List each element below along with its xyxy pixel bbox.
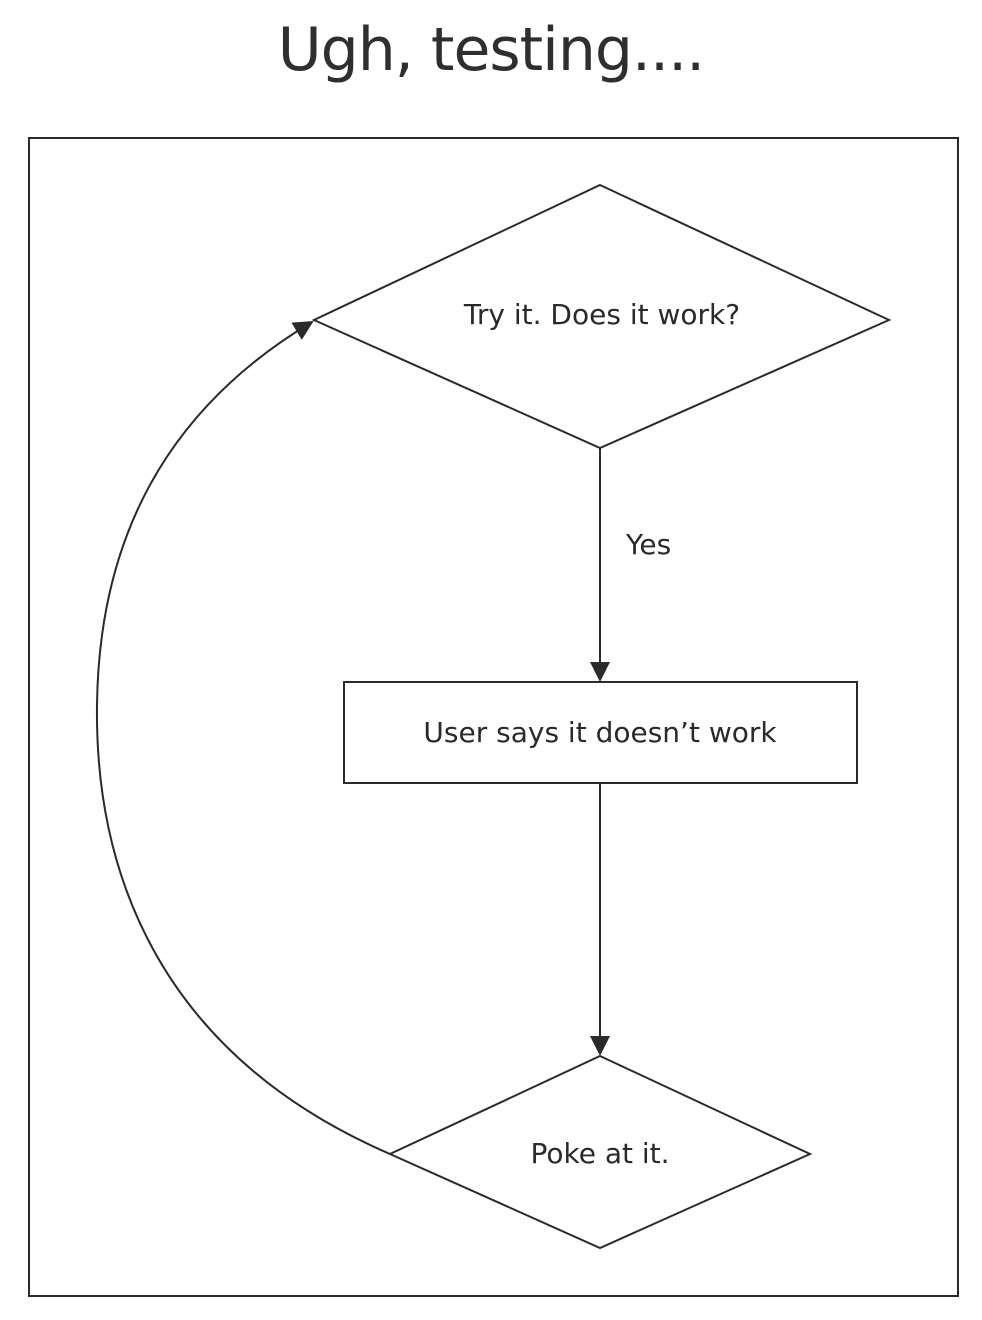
decision-label-poke: Poke at it. bbox=[530, 1137, 669, 1170]
diagram-frame bbox=[28, 137, 959, 1297]
decision-diamond-poke bbox=[387, 1054, 813, 1250]
decision-node-try: Try it. Does it work? bbox=[311, 183, 892, 450]
process-label-user: User says it doesn’t work bbox=[423, 716, 777, 749]
page-title: Ugh, testing.... bbox=[277, 15, 705, 85]
edge-loop-back-arrow bbox=[95, 320, 391, 1155]
edge-yes-label: Yes bbox=[625, 528, 671, 561]
process-node-user: User says it doesn’t work bbox=[343, 681, 858, 784]
decision-label-try: Try it. Does it work? bbox=[463, 298, 740, 331]
process-box-user bbox=[343, 681, 858, 784]
decision-node-poke: Poke at it. bbox=[387, 1054, 813, 1250]
